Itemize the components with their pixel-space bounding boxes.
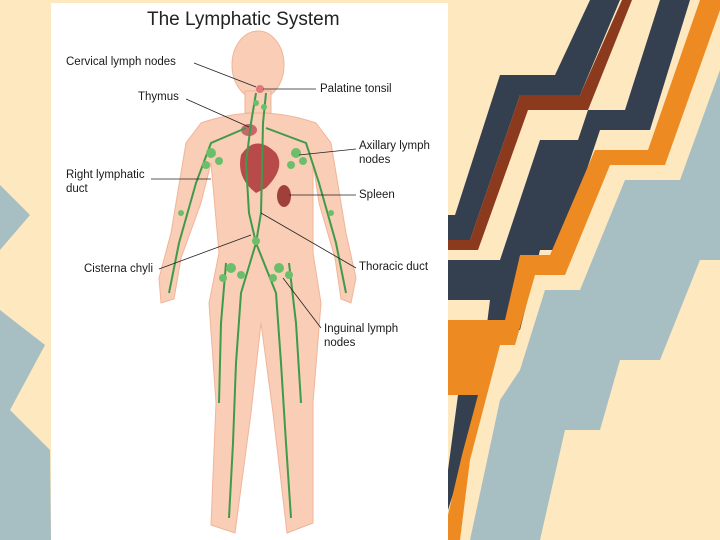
- thymus-illustration: [241, 124, 257, 136]
- spleen-illustration: [277, 185, 291, 207]
- stripe-dark-lower: [448, 0, 690, 510]
- label-thymus: Thymus: [138, 91, 179, 103]
- stripe-grey: [470, 70, 720, 540]
- stripe-dark: [448, 0, 620, 240]
- human-body-silhouette: [158, 30, 357, 534]
- label-right-lymphatic-duct: Right lymphatic duct: [66, 169, 145, 195]
- diagram-card: The Lymphatic System Cervical lymph node…: [51, 3, 448, 540]
- label-cervical-lymph-nodes: Cervical lymph nodes: [66, 56, 176, 68]
- label-thoracic-duct: Thoracic duct: [359, 261, 429, 273]
- lymphatic-system-illustration: [151, 30, 357, 534]
- label-axillary-lymph-nodes: Axillary lymph nodes: [359, 140, 430, 166]
- left-zigzag-shape: [0, 185, 51, 540]
- palatine-tonsil-illustration: [256, 85, 264, 93]
- label-cisterna-chyli: Cisterna chyli: [84, 263, 154, 275]
- lymph-vessels: [168, 92, 347, 519]
- diagram-title: The Lymphatic System: [147, 9, 340, 30]
- lymph-nodes: [178, 100, 334, 282]
- label-palatine-tonsil: Palatine tonsil: [320, 83, 392, 95]
- stripe-rust: [448, 0, 632, 250]
- leader-lines: [151, 62, 357, 329]
- heart-illustration: [240, 143, 280, 193]
- label-spleen: Spleen: [359, 189, 395, 201]
- stripe-orange: [448, 0, 720, 540]
- label-inguinal-lymph-nodes: Inguinal lymph nodes: [324, 323, 399, 349]
